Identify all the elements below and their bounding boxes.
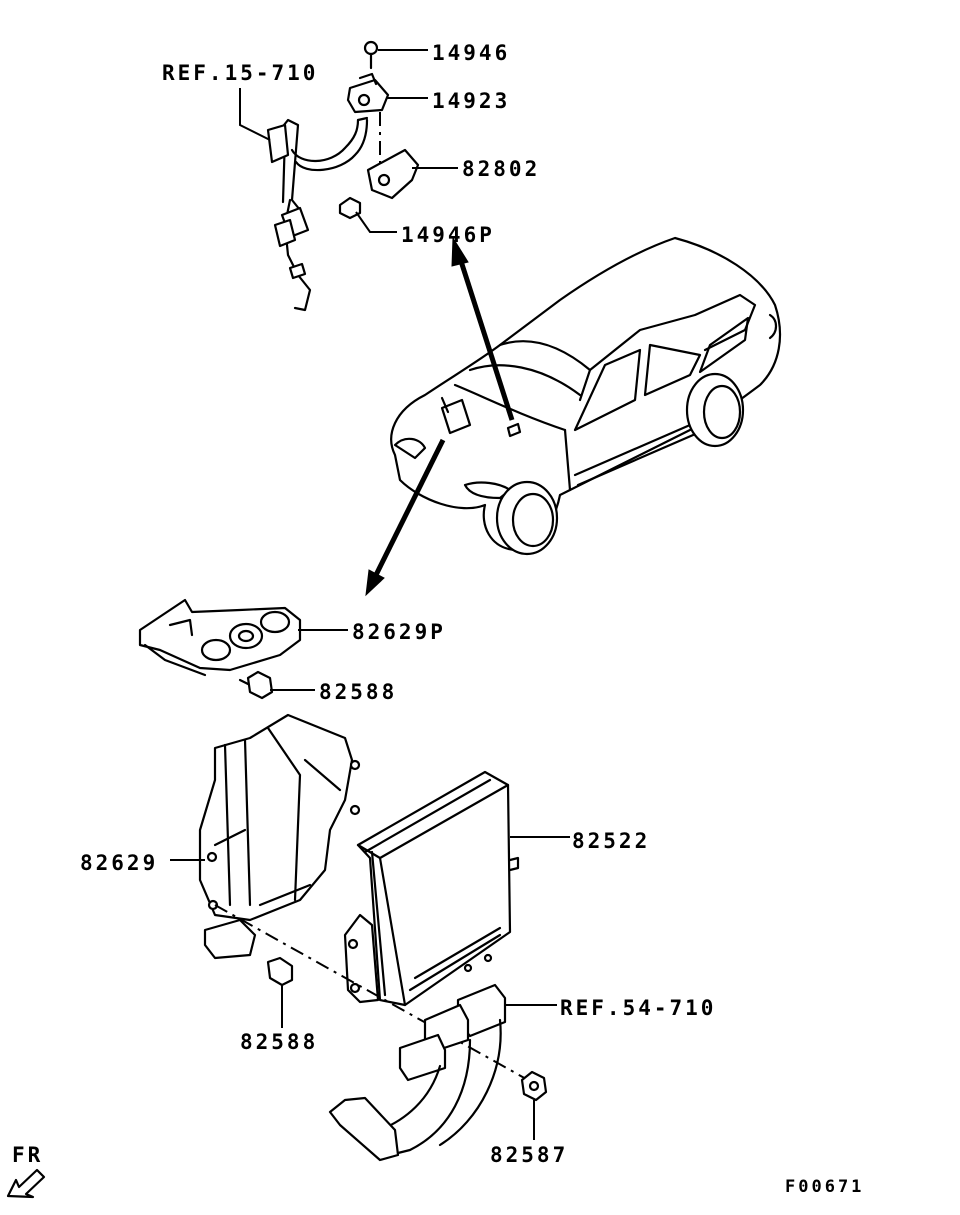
harness-assembly (266, 116, 369, 312)
figure-code: F00671 (785, 1177, 864, 1197)
label-82629P: 82629P (352, 620, 446, 644)
label-ref-15-710: REF.15-710 (162, 61, 318, 85)
nut-82587 (520, 1070, 548, 1102)
bracket-82802 (366, 148, 420, 200)
label-ref-54-710: REF.54-710 (560, 996, 716, 1020)
ecu-82522 (343, 770, 520, 1007)
part-labels: 14946 14923 82802 14946P REF.15-710 8262… (80, 41, 716, 1167)
bracket-82629 (198, 713, 361, 960)
front-indicator: FR (6, 1143, 46, 1199)
label-14923: 14923 (432, 89, 510, 113)
location-arrows (365, 236, 515, 597)
label-14946: 14946 (432, 41, 510, 65)
front-direction-arrow-icon (6, 1168, 46, 1199)
label-82588-top: 82588 (319, 680, 397, 704)
screw-14946 (363, 40, 379, 70)
mount-centerline (214, 904, 529, 1081)
label-14946P: 14946P (401, 223, 495, 247)
bolt-82588-bottom (266, 956, 294, 987)
label-82629: 82629 (80, 851, 158, 875)
label-82587: 82587 (490, 1143, 568, 1167)
leader-lines (170, 49, 570, 1140)
label-82802: 82802 (462, 157, 540, 181)
bolt-82588-top (238, 670, 274, 700)
label-82588-bottom: 82588 (240, 1030, 318, 1054)
vehicle-illustration (390, 236, 782, 556)
bolt-14946P (338, 196, 362, 220)
bracket-82629P (138, 598, 302, 677)
harness-ref-54-710 (328, 983, 507, 1162)
sensor-14923 (346, 72, 390, 114)
label-82522: 82522 (572, 829, 650, 853)
fr-label: FR (12, 1143, 43, 1167)
